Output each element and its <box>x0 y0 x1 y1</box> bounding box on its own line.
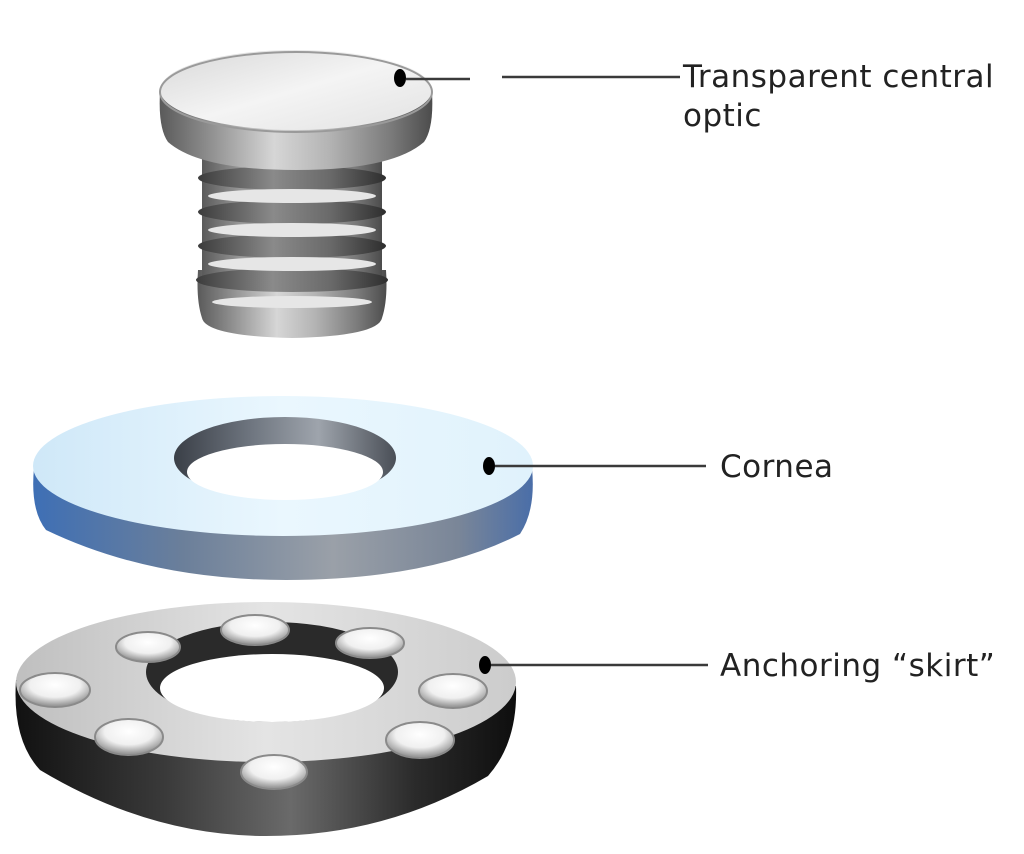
label-optic-line2: optic <box>683 98 762 134</box>
leader-cornea <box>483 457 706 475</box>
skirt-hole <box>160 654 384 722</box>
skirt-pores <box>19 614 488 790</box>
leader-optic <box>394 69 680 87</box>
optic-cap-top <box>160 50 432 130</box>
optic-rings <box>196 166 388 292</box>
optic-cap-edge <box>159 51 433 133</box>
cornea-ring <box>33 396 533 580</box>
label-anchoring-skirt: Anchoring “skirt” <box>720 648 996 684</box>
optic-cylinder <box>159 50 433 338</box>
cornea-hole <box>187 444 383 500</box>
label-optic-line1: Transparent central <box>683 59 995 95</box>
optic-ring-highlights <box>208 189 376 308</box>
label-cornea: Cornea <box>720 449 834 485</box>
skirt-plate <box>15 602 517 836</box>
leader-skirt <box>479 656 708 674</box>
label-transparent-central-optic: Transparent central optic <box>683 58 994 136</box>
